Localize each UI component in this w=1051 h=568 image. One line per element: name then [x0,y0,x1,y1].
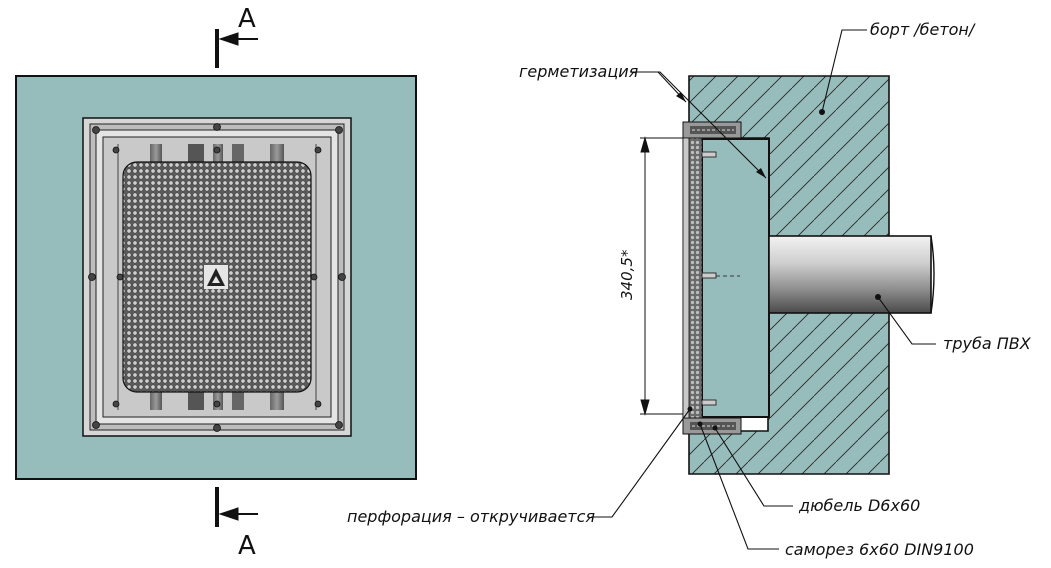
label-samorez: саморез 6х60 DIN9100 [785,540,974,559]
frame-screws [88,123,346,432]
flange-top [682,121,742,139]
leader-lines [591,29,936,550]
section-mark-bottom [215,487,258,527]
label-germetizaciya: герметизация [519,62,639,81]
logo-icon [204,265,228,289]
dimension-line [640,136,683,416]
section-view [591,29,936,550]
pvc-pipe [768,235,932,314]
section-label-bottom: A [238,531,256,561]
section-label-top: A [238,4,256,34]
label-perforaciya: перфорация – откручивается [347,507,596,526]
label-truba: труба ПВХ [943,334,1031,353]
front-view [15,29,417,527]
flange-bottom [682,417,742,435]
studs [701,151,717,406]
dimension-height-label: 340,5* [618,249,636,300]
section-mark-top [215,29,258,68]
label-bort: борт /бетон/ [870,20,975,39]
label-dubel: дюбель D6х60 [799,496,921,515]
